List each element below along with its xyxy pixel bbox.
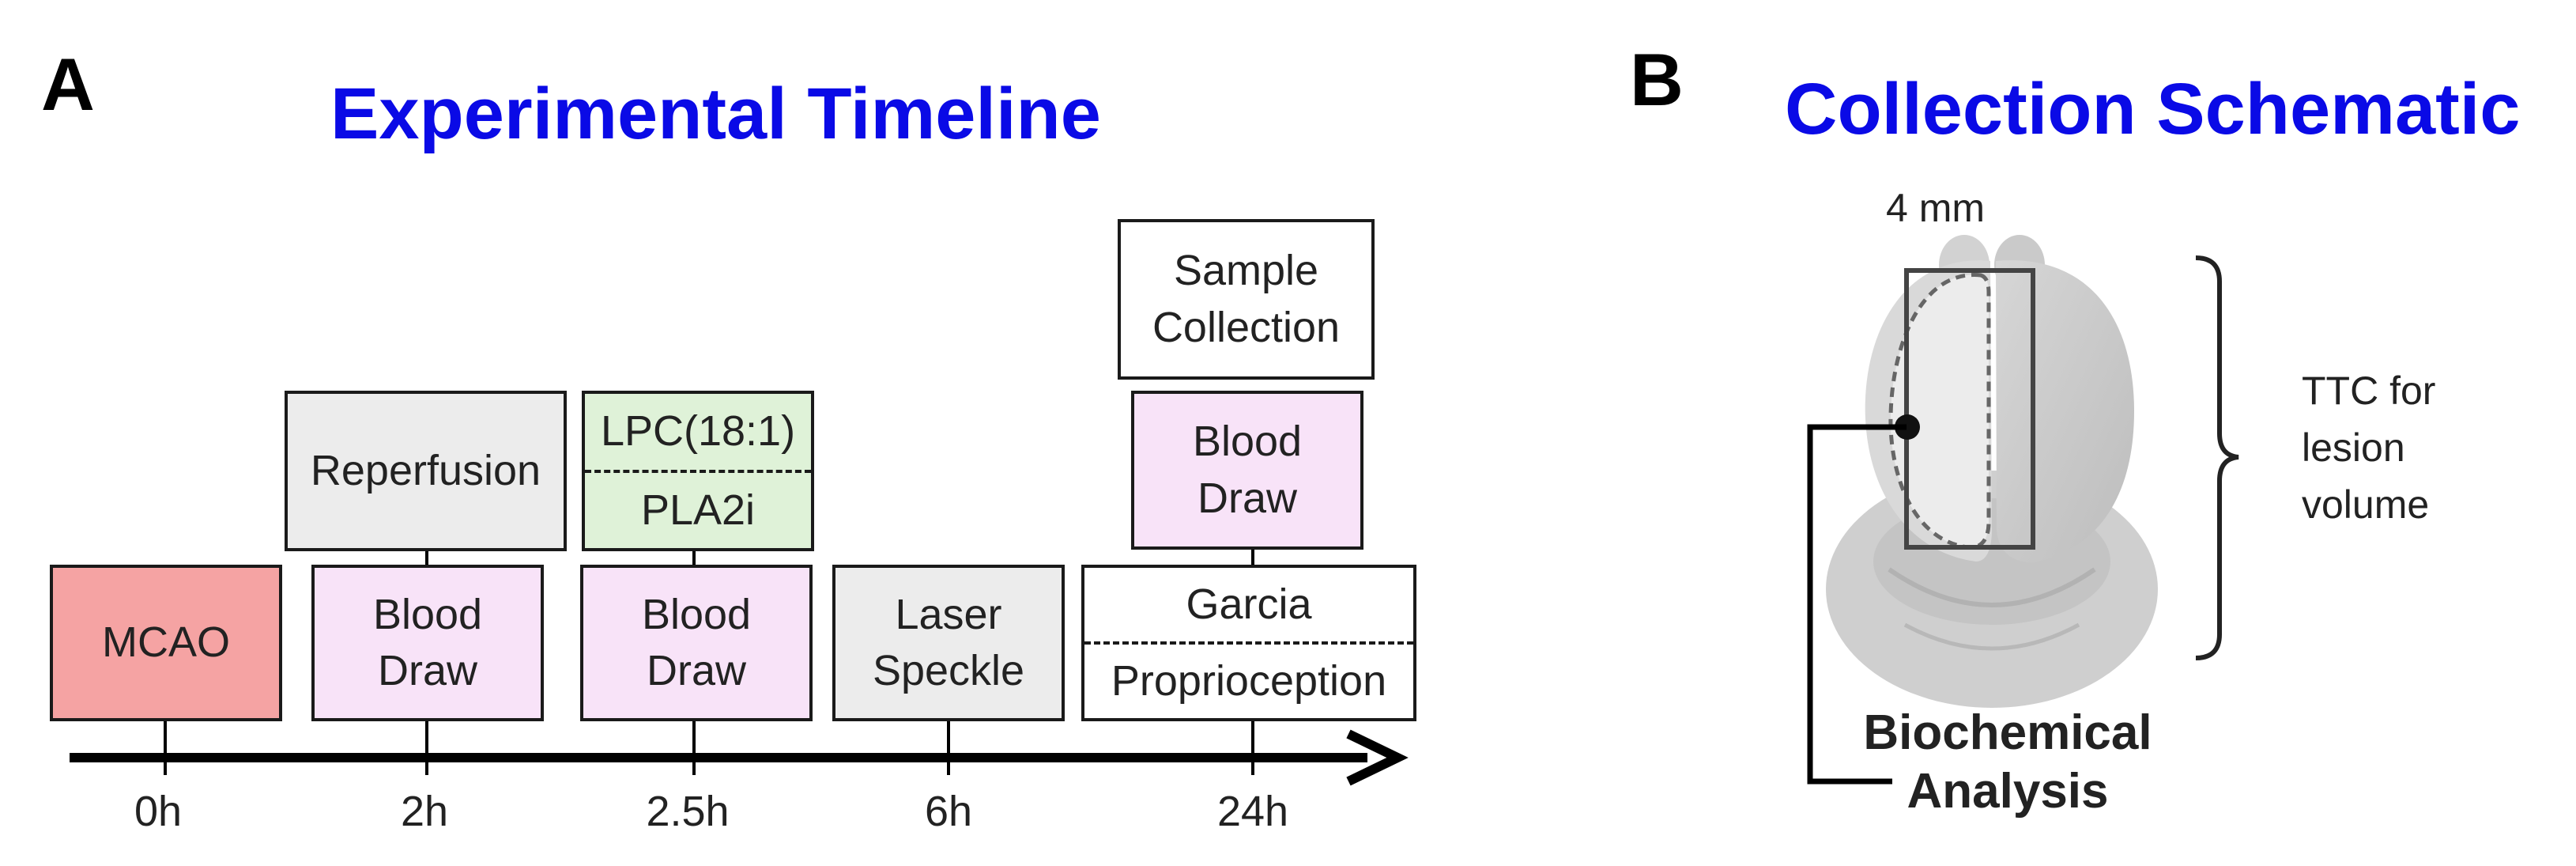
sample-collection-label: Sample Collection [1152, 247, 1341, 351]
tick-label-6h: 6h [924, 788, 973, 835]
pla2i-label: PLA2i [640, 486, 756, 534]
width-label: 4 mm [1886, 186, 1985, 230]
tick-label-2-5h: 2.5h [646, 788, 730, 835]
sample-collection-box: Sample Collection [1118, 219, 1375, 380]
panel-a-letter: A [41, 43, 95, 126]
laser-speckle-box: Laser Speckle [832, 565, 1065, 721]
blood-draw-2h-label: Blood Draw [372, 590, 483, 694]
blood-draw-24h-label: Blood Draw [1192, 418, 1303, 522]
reperfusion-label: Reperfusion [310, 446, 541, 494]
ttc-label: TTC for lesion volume [2302, 369, 2436, 527]
mouse-brain-icon [1826, 235, 2158, 708]
lpc-pla2i-box: LPC(18:1) PLA2i [582, 391, 814, 551]
panel-b-letter: B [1630, 38, 1684, 121]
lpc-label: LPC(18:1) [600, 407, 796, 456]
mcao-label: MCAO [102, 618, 230, 667]
garcia-proprioception-box: Garcia Proprioception [1081, 565, 1416, 721]
blood-draw-2-5h-label: Blood Draw [641, 590, 752, 694]
lpc-dashed-divider [585, 469, 811, 473]
blood-draw-2h-box: Blood Draw [311, 565, 544, 721]
mcao-box: MCAO [50, 565, 282, 721]
blood-draw-24h-box: Blood Draw [1131, 391, 1363, 550]
proprioception-label: Proprioception [1111, 656, 1387, 705]
tick-label-0h: 0h [134, 788, 183, 835]
ttc-brace [2195, 255, 2239, 660]
laser-speckle-label: Laser Speckle [872, 590, 1025, 694]
tick-label-24h: 24h [1216, 788, 1289, 835]
garcia-dashed-divider [1084, 641, 1413, 645]
tick-label-2h: 2h [400, 788, 449, 835]
panel-a-title: Experimental Timeline [330, 74, 1101, 154]
biochemical-analysis-label: Biochemical Analysis [1863, 705, 2152, 819]
blood-draw-2-5h-box: Blood Draw [580, 565, 813, 721]
biochemical-bracket [1807, 424, 1907, 785]
panel-b-title: Collection Schematic [1785, 69, 2521, 149]
garcia-label: Garcia [1186, 580, 1312, 628]
reperfusion-box: Reperfusion [285, 391, 567, 551]
timeline-axis [70, 550, 1409, 786]
